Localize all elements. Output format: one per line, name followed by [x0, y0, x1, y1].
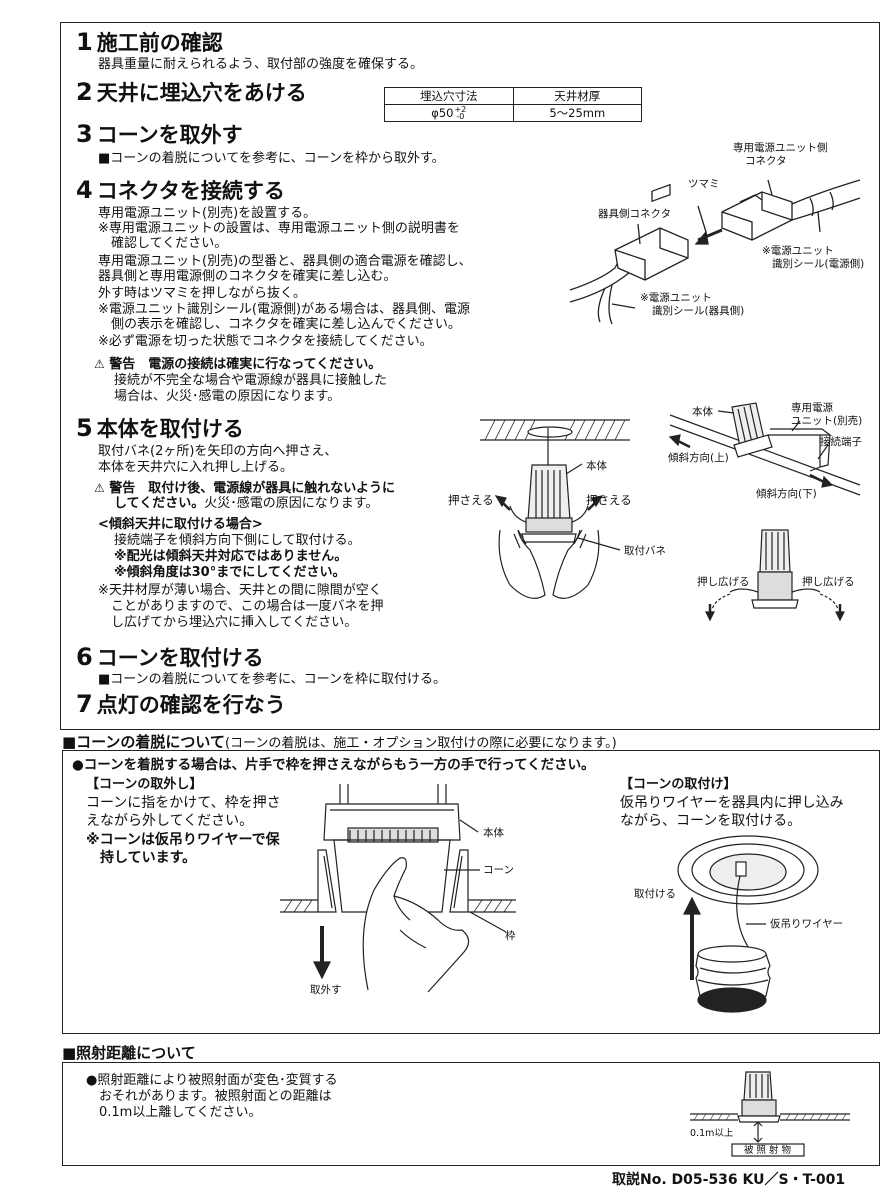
label-unit-connector: 専用電源ユニット側	[733, 142, 828, 154]
step4-line: 側の表示を確認し、コネクタを確実に差し込んでください。	[98, 317, 461, 332]
step3-body: ■コーンの着脱についてを参考に、コーンを枠から取外す。	[98, 151, 445, 166]
label-seal-power2: 識別シール(電源側)	[772, 258, 865, 270]
step4-line: 専用電源ユニット(別売)の型番と、器具側の適合電源を確認し、	[98, 254, 472, 269]
label-body: 本体	[586, 460, 607, 472]
cone-remove-title: 【コーンの取外し】	[86, 777, 203, 792]
label-frame: 枠	[505, 930, 516, 942]
step4-warning: ⚠ 警告 電源の接続は確実に行なってください。	[94, 357, 382, 372]
label-cone: コーン	[483, 864, 514, 876]
slope-line: 接続端子を傾斜方向下側にして取付ける。	[114, 533, 361, 548]
label-target: 被 照 射 物	[744, 1145, 792, 1156]
label-up: 傾斜方向(上)	[668, 452, 729, 464]
connector-diagram	[569, 179, 861, 325]
slope-diagram	[668, 402, 861, 496]
cone-attach-diagram	[677, 835, 819, 1013]
table-thickness-value: 5～25mm	[512, 104, 642, 122]
cone-remove-diagram	[280, 784, 516, 993]
label-seal-device: ※電源ユニット	[640, 292, 712, 304]
step4-warn-line: 場合は、火災･感電の原因になります。	[114, 389, 341, 404]
label-attach: 取付ける	[634, 888, 676, 900]
step6-body: ■コーンの着脱についてを参考に、コーンを枠に取付ける。	[98, 672, 446, 687]
label-spread-left: 押し広げる	[697, 576, 750, 588]
step4-warn-line: 接続が不完全な場合や電源線が器具に接触した	[114, 373, 388, 388]
label-unit2: ユニット(別売)	[791, 415, 863, 427]
label-unit1: 専用電源	[791, 402, 833, 414]
label-cone-body: 本体	[483, 827, 504, 839]
cone-remove-bold: 持しています。	[86, 850, 197, 866]
distance-diagram	[690, 1071, 850, 1157]
cone-heading: ■コーンの着脱について(コーンの着脱は、施工・オプション取付けの際に必要になりま…	[62, 733, 617, 751]
label-body-slope: 本体	[692, 406, 713, 418]
step4-line: ※電源ユニット識別シール(電源側)がある場合は、器具側、電源	[98, 302, 471, 317]
label-seal-power: ※電源ユニット	[762, 245, 834, 257]
distance-line: ●照射距離により被照射面が変色･変質する	[86, 1073, 338, 1088]
label-tsumami: ツマミ	[688, 178, 720, 190]
step4-line: ※専用電源ユニットの設置は、専用電源ユニット側の説明書を	[98, 221, 460, 236]
warning-icon: ⚠	[94, 481, 105, 495]
cone-attach-title: 【コーンの取付け】	[620, 777, 737, 792]
distance-line: 0.1m以上離してください。	[86, 1105, 262, 1120]
doc-number: 取説No. D05-536 KU／S・T-001	[612, 1172, 846, 1188]
label-wire: 仮吊りワイヤー	[770, 918, 844, 930]
label-down: 傾斜方向(下)	[756, 488, 817, 500]
distance-heading: ■照射距離について	[62, 1044, 196, 1062]
cone-attach-line: 仮吊りワイヤーを器具内に押し込み	[620, 795, 844, 811]
label-terminal: 接続端子	[820, 436, 862, 448]
step5-warning-2: してください。火災･感電の原因になります。	[114, 496, 379, 511]
step5-note: し広げてから埋込穴に挿入してください。	[98, 615, 358, 630]
label-spring: 取付バネ	[624, 545, 666, 557]
cone-remove-line: コーンに指をかけて、枠を押さ	[86, 795, 281, 811]
step4-line: 確認してください。	[98, 236, 228, 251]
step1-body: 器具重量に耐えられるよう、取付部の強度を確保する。	[98, 57, 424, 72]
cone-attach-line: ながら、コーンを取付ける。	[620, 813, 802, 829]
label-remove: 取外す	[310, 984, 342, 996]
step5-warning: ⚠ 警告 取付け後、電源線が器具に触れないように	[94, 481, 396, 496]
slope-line: ※配光は傾斜天井対応ではありません。	[114, 549, 348, 564]
label-press-right: 押さえる	[586, 493, 632, 507]
table-head-thickness: 天井材厚	[512, 87, 642, 105]
table-head-hole: 埋込穴寸法	[384, 87, 514, 105]
distance-frame	[62, 1062, 880, 1166]
step4-line: ※必ず電源を切った状態でコネクタを接続してください。	[98, 334, 433, 349]
label-unit-connector2: コネクタ	[745, 155, 787, 167]
step5-line: 本体を天井穴に入れ押し上げる。	[98, 460, 294, 475]
cone-lead: ●コーンを着脱する場合は、片手で枠を押さえながらもう一方の手で行ってください。	[72, 757, 595, 773]
label-distance: 0.1m以上	[690, 1128, 734, 1139]
distance-line: おそれがあります。被照射面との距離は	[86, 1089, 332, 1104]
label-press-left: 押さえる	[448, 493, 494, 507]
label-seal-device2: 識別シール(器具側)	[652, 305, 745, 317]
step5-note: ことがありますので、この場合は一度バネを押	[98, 599, 384, 614]
install-diagram	[480, 419, 630, 599]
step4-line: 外す時はツマミを押しながら抜く。	[98, 286, 307, 301]
step5-line: 取付バネ(2ヶ所)を矢印の方向へ押さえ、	[98, 444, 338, 459]
slope-line: ※傾斜角度は30°までにしてください。	[114, 565, 346, 580]
step4-line: 専用電源ユニット(別売)を設置する。	[98, 206, 317, 221]
cone-remove-bold: ※コーンは仮吊りワイヤーで保	[86, 832, 280, 848]
cone-remove-line: えながら外してください。	[86, 813, 254, 829]
label-device-connector: 器具側コネクタ	[598, 208, 672, 220]
cone-frame	[62, 750, 880, 1034]
label-spread-right: 押し広げる	[802, 576, 855, 588]
step5-note: ※天井材厚が薄い場合、天井との間に隙間が空く	[98, 583, 382, 598]
slope-title: <傾斜天井に取付ける場合>	[98, 517, 263, 532]
step4-line: 器具側と専用電源側のコネクタを確実に差し込む。	[98, 269, 397, 284]
steps-frame	[60, 22, 880, 730]
spread-diagram	[705, 529, 845, 622]
table-hole-value: φ50+2-0	[384, 104, 514, 122]
warning-icon: ⚠	[94, 357, 105, 371]
